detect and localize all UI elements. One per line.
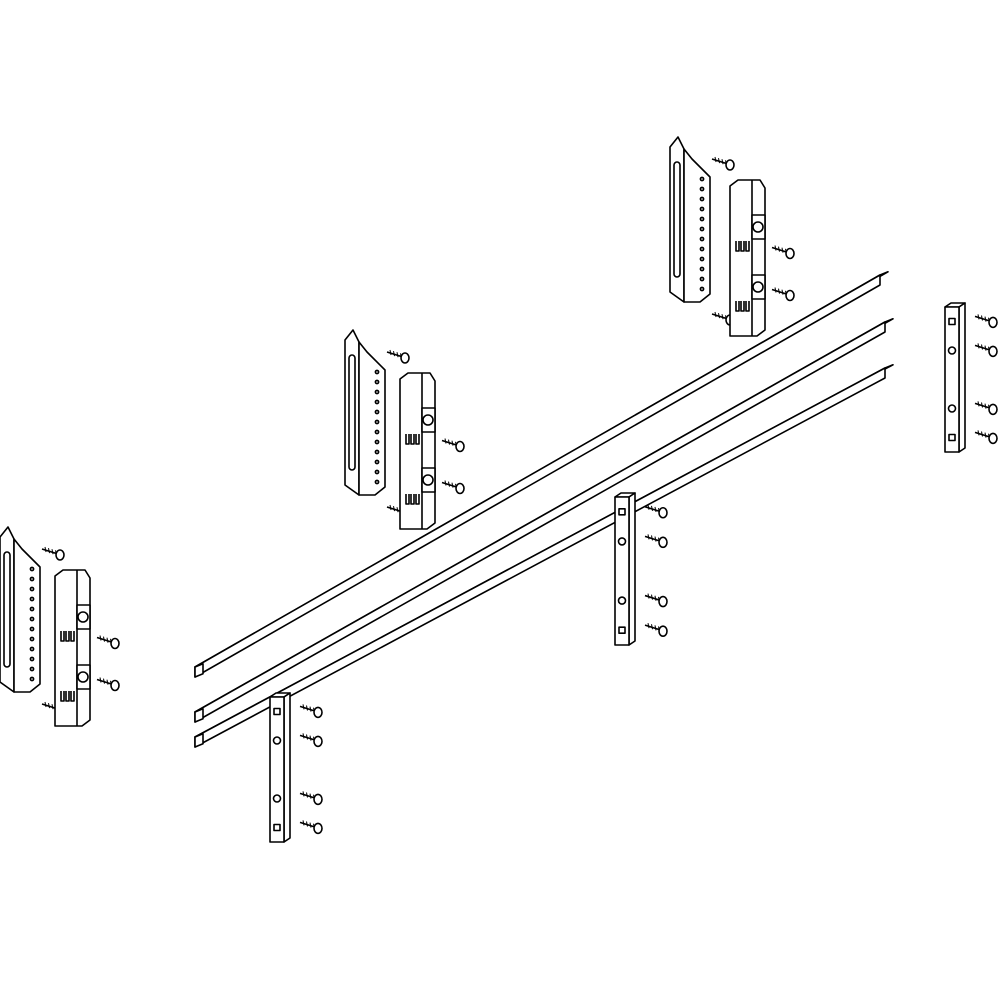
screw (974, 314, 998, 329)
screw (299, 704, 323, 719)
screw (974, 430, 998, 445)
screw (974, 343, 998, 358)
connector-strip (614, 492, 636, 646)
busbar-holder (729, 179, 766, 337)
screw (441, 480, 465, 495)
busbar-holder (399, 372, 436, 530)
screw (299, 733, 323, 748)
busbar (194, 317, 894, 723)
mounting-bracket (344, 329, 386, 496)
screw (441, 438, 465, 453)
screw (974, 401, 998, 416)
connector-strip (944, 302, 966, 453)
screw (644, 593, 668, 608)
screw (771, 287, 795, 302)
screw (386, 349, 410, 364)
busbar (194, 270, 889, 678)
busbar-holder (54, 569, 91, 727)
screw (96, 635, 120, 650)
screw (299, 791, 323, 806)
screw (711, 156, 735, 171)
screw (41, 546, 65, 561)
screw (299, 820, 323, 835)
mounting-bracket (0, 526, 41, 693)
mounting-bracket (669, 136, 711, 303)
screw (96, 677, 120, 692)
screw (644, 623, 668, 637)
busbar (194, 363, 894, 748)
screw (771, 245, 795, 260)
screw (644, 504, 668, 519)
connector-strip (269, 692, 291, 843)
screw (644, 534, 668, 549)
